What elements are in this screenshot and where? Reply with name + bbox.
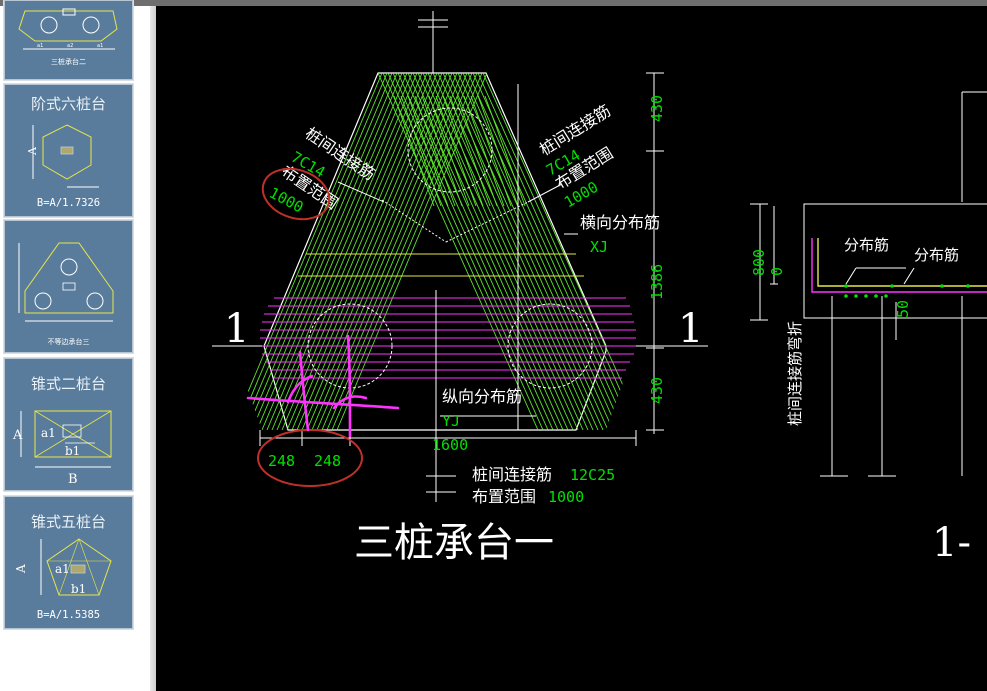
label-transverse: 横向分布筋 xyxy=(580,213,660,232)
cone-two-pile-thumbnail: A a1 b1 B xyxy=(12,410,112,487)
section-label-dist1: 分布筋 xyxy=(844,236,889,254)
section-label-dist2: 分布筋 xyxy=(914,246,959,264)
pile-cap-drawing[interactable]: 1 1 430 1386 430 1600 248 248 桩间连接筋 xyxy=(156,6,987,691)
label-longitudinal: 纵向分布筋 xyxy=(442,387,522,406)
magenta-markup-strokes xyxy=(246,334,400,438)
rebar-transverse-yellow xyxy=(298,253,584,277)
section-mark-right: 1 xyxy=(678,306,703,352)
template-card-unequal-three[interactable]: 不等边承台三 xyxy=(4,220,133,353)
section-rebar xyxy=(811,238,987,298)
svg-text:a2: a2 xyxy=(67,43,73,49)
stepped-six-pile-thumbnail: A xyxy=(26,124,99,188)
template-card-stepped-six-pile[interactable]: 阶式六桩台 A B=A/1.7326 xyxy=(4,84,133,217)
section-mark-left: 1 xyxy=(224,306,249,352)
dim-a-label: A xyxy=(12,428,23,443)
dim-248-a: 248 xyxy=(268,452,295,470)
cone-five-pile-thumbnail: A a1 b1 xyxy=(14,538,112,596)
pile-cap-outline xyxy=(263,72,607,431)
card-title: 阶式六桩台 xyxy=(30,95,106,113)
dim-a1-label: a1 xyxy=(41,426,56,440)
window-top-bar xyxy=(0,0,987,6)
red-markup-circles xyxy=(257,167,363,487)
drawing-title: 三桩承台一 xyxy=(354,520,554,566)
card-caption: 不等边承台三 xyxy=(47,338,90,346)
dim-b-label: B xyxy=(68,472,78,487)
label-bottom-range-val: 1000 xyxy=(548,488,584,506)
sidebar-splitter[interactable] xyxy=(150,6,156,691)
dimension-right xyxy=(646,72,664,434)
label-bottom-range: 布置范围 xyxy=(472,487,536,506)
template-card-cone-two-pile[interactable]: 锥式二桩台 A a1 b1 B xyxy=(4,358,133,491)
pile-right xyxy=(507,303,593,389)
svg-text:a1: a1 xyxy=(97,43,103,49)
card-title: 锥式二桩台 xyxy=(30,375,106,393)
dim-b1-label: b1 xyxy=(65,444,80,458)
card-title: 锥式五桩台 xyxy=(30,513,106,531)
dim-1386: 1386 xyxy=(648,264,666,300)
label-bottom-link: 桩间连接筋 xyxy=(472,465,552,484)
section-dim-0: 0 xyxy=(768,267,786,276)
leader-lines xyxy=(337,84,578,502)
rebar-hatch-green xyxy=(232,73,636,430)
section-dim-50: 50 xyxy=(894,300,912,318)
template-card-three-pile-2[interactable]: a1 a2 a1 三桩承台二 xyxy=(4,0,133,80)
section-label-bend: 桩间连接筋弯折 xyxy=(786,321,804,426)
dim-a-label: A xyxy=(14,564,28,574)
label-yj: YJ xyxy=(442,412,460,430)
pile-top xyxy=(407,107,493,193)
unequal-three-thumbnail xyxy=(18,242,114,322)
card-caption: B=A/1.5385 xyxy=(36,609,101,621)
template-card-cone-five-pile[interactable]: 锥式五桩台 A a1 b1 B=A/1.5385 xyxy=(4,496,133,629)
center-axis-marker xyxy=(418,11,448,73)
label-bottom-link-spec: 12C25 xyxy=(570,466,615,484)
svg-text:a1: a1 xyxy=(37,43,43,49)
card-caption: B=A/1.7326 xyxy=(36,197,101,209)
section-dim-800: 800 xyxy=(750,249,768,276)
dim-430-top: 430 xyxy=(648,95,666,122)
dim-430-bottom: 430 xyxy=(648,377,666,404)
section-title: 1- xyxy=(932,520,971,566)
three-pile-2-thumbnail: a1 a2 a1 xyxy=(18,8,118,50)
dim-a1-label: a1 xyxy=(55,562,70,576)
dim-248-b: 248 xyxy=(314,452,341,470)
dim-b1-label: b1 xyxy=(71,582,86,596)
dimension-bottom xyxy=(259,430,637,446)
dim-a-label: A xyxy=(26,146,39,156)
section-view xyxy=(750,91,987,477)
label-xj: XJ xyxy=(590,238,608,256)
cad-drawing-canvas[interactable]: 1 1 430 1386 430 1600 248 248 桩间连接筋 xyxy=(156,6,987,691)
rebar-horizontal-magenta xyxy=(260,297,636,379)
template-sidebar[interactable]: a1 a2 a1 三桩承台二 阶式六桩台 A B=A/1.7326 不等边承台三 锥… xyxy=(0,0,156,691)
card-caption: 三桩承台二 xyxy=(51,58,86,66)
dim-1600: 1600 xyxy=(432,436,468,454)
link-bar-lines xyxy=(381,199,529,243)
